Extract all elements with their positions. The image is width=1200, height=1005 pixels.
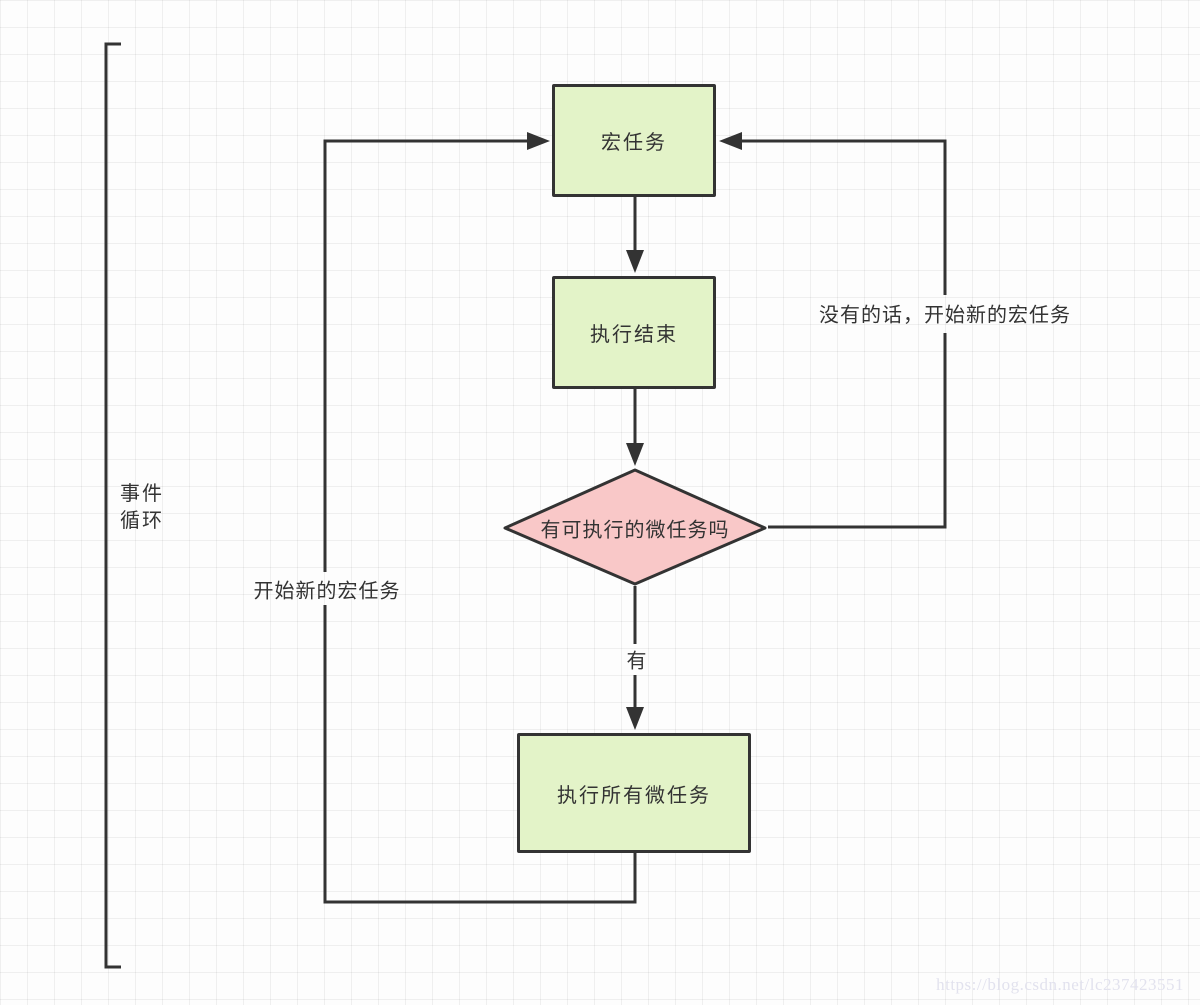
node-run-microtasks-label: 执行所有微任务 (557, 784, 711, 807)
watermark-url: https://blog.csdn.net/lc237423551 (936, 975, 1184, 994)
node-decision-label: 有可执行的微任务吗 (540, 519, 730, 542)
edge-right-loop-lower (768, 333, 947, 529)
node-exec-end: 执行结束 (552, 276, 716, 389)
node-macrotask-label: 宏任务 (601, 132, 667, 154)
edge-left-loop-lower (323, 605, 637, 904)
edge-label-start-new-macrotask: 开始新的宏任务 (253, 580, 401, 603)
arrowhead-into-execend (626, 250, 644, 273)
edge-right-loop-upper (740, 139, 947, 295)
event-loop-bracket-label: 事件循环 (120, 483, 164, 532)
edge-label-no-start-new-macrotask: 没有的话，开始新的宏任务 (819, 304, 1071, 327)
arrowhead-left-into-macrotask (527, 132, 550, 150)
arrowhead-into-microtasks (626, 707, 644, 730)
node-exec-end-label: 执行结束 (590, 324, 678, 346)
arrowhead-into-decision (626, 443, 644, 466)
event-loop-bracket (104, 42, 121, 969)
edge-left-loop-upper (323, 139, 529, 572)
decision-diamond (503, 468, 767, 586)
arrowhead-right-into-macrotask (719, 132, 742, 150)
edge-label-yes: 有 (626, 650, 648, 673)
node-run-microtasks: 执行所有微任务 (517, 733, 751, 853)
node-macrotask: 宏任务 (552, 84, 716, 197)
